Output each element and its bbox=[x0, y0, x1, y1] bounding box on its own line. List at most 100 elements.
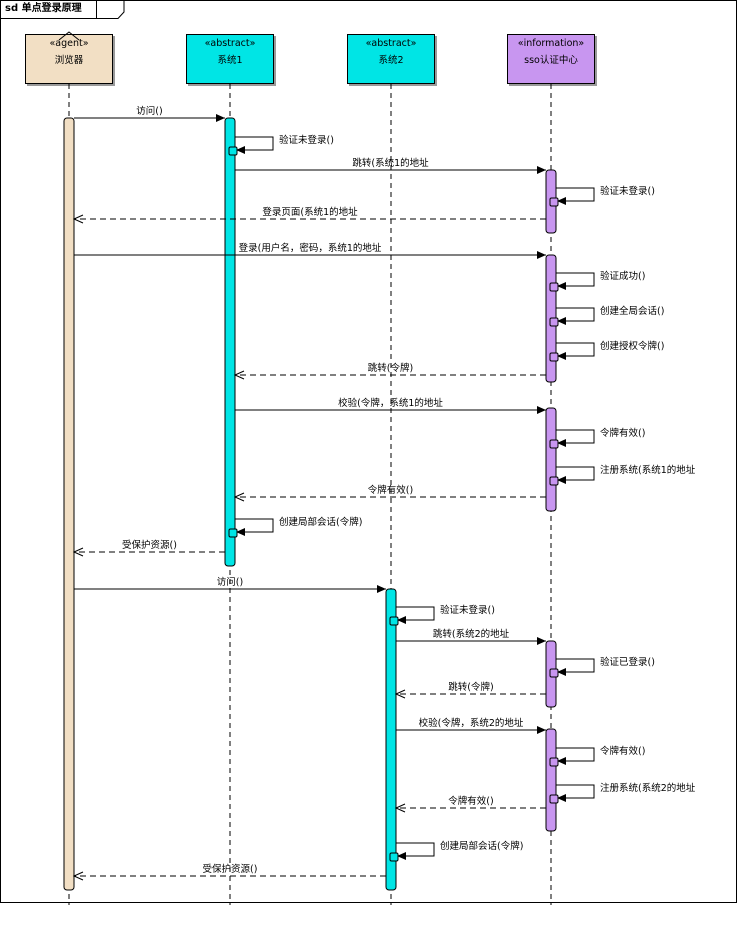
activation-sys1 bbox=[224, 117, 236, 567]
message-label: 跳转(令牌) bbox=[368, 362, 413, 374]
nested-activation bbox=[389, 616, 399, 626]
lifeline-head-sys2[interactable]: «abstract» 系统2 bbox=[347, 34, 435, 84]
message-self bbox=[396, 606, 435, 621]
arrowhead-open bbox=[72, 871, 84, 881]
nested-activation bbox=[549, 668, 559, 678]
arrowhead-open bbox=[394, 689, 406, 699]
activation-agent bbox=[63, 117, 75, 891]
lifeline-head-sys1[interactable]: «abstract» 系统1 bbox=[186, 34, 274, 84]
message-label: 登录页面(系统1的地址 bbox=[262, 206, 358, 218]
message-self bbox=[556, 342, 595, 357]
activation-sys2 bbox=[385, 588, 397, 891]
agent-icon bbox=[58, 31, 80, 41]
arrowhead-open bbox=[394, 803, 406, 813]
message-label: 验证成功() bbox=[600, 270, 645, 282]
nested-activation bbox=[389, 852, 399, 862]
message-label: 验证已登录() bbox=[600, 656, 655, 668]
message-self bbox=[556, 466, 595, 481]
message-label: 验证未登录() bbox=[279, 134, 334, 146]
arrowhead bbox=[557, 197, 566, 205]
message-self bbox=[556, 272, 595, 287]
activation-sso bbox=[545, 407, 557, 512]
message-self bbox=[396, 842, 435, 857]
frame-tab-outline bbox=[0, 0, 125, 19]
arrowhead bbox=[537, 726, 546, 734]
arrowhead bbox=[537, 637, 546, 645]
message-label: 创建授权令牌() bbox=[600, 340, 664, 352]
arrowhead bbox=[557, 282, 566, 290]
message-label: 受保护资源() bbox=[203, 863, 258, 875]
lifeline-stereotype: «abstract» bbox=[204, 38, 256, 49]
arrowhead bbox=[397, 616, 406, 624]
arrowhead bbox=[557, 668, 566, 676]
nested-activation bbox=[549, 439, 559, 449]
message-label: 令牌有效() bbox=[600, 745, 645, 757]
message-label: 验证未登录() bbox=[600, 185, 655, 197]
lifeline-name: sso认证中心 bbox=[524, 55, 578, 66]
nested-activation bbox=[228, 528, 238, 538]
message-label: 验证未登录() bbox=[440, 604, 495, 616]
message-label: 创建局部会话(令牌) bbox=[279, 516, 362, 528]
arrowhead bbox=[557, 352, 566, 360]
arrowhead bbox=[216, 114, 225, 122]
arrowhead bbox=[537, 251, 546, 259]
arrowhead bbox=[557, 476, 566, 484]
nested-activation bbox=[549, 794, 559, 804]
message-label: 令牌有效() bbox=[368, 484, 413, 496]
message-label: 跳转(系统1的地址 bbox=[352, 157, 429, 169]
arrowhead bbox=[557, 317, 566, 325]
arrowhead bbox=[537, 406, 546, 414]
nested-activation bbox=[228, 146, 238, 156]
arrowhead bbox=[537, 166, 546, 174]
arrowhead bbox=[557, 757, 566, 765]
message-label: 令牌有效() bbox=[600, 427, 645, 439]
lifeline-name: 系统2 bbox=[378, 55, 404, 66]
nested-activation bbox=[549, 352, 559, 362]
lifeline-name: 浏览器 bbox=[54, 55, 84, 66]
message-self bbox=[556, 747, 595, 762]
message-label: 注册系统(系统1的地址 bbox=[600, 464, 696, 476]
message-label: 令牌有效() bbox=[448, 795, 493, 807]
message-self bbox=[235, 518, 274, 533]
message-label: 创建全局会话() bbox=[600, 305, 664, 317]
lifeline-stereotype: «agent» bbox=[49, 38, 89, 49]
arrowhead-open bbox=[72, 547, 84, 557]
arrowhead bbox=[557, 794, 566, 802]
message-label: 登录(用户名，密码，系统1的地址 bbox=[239, 242, 382, 254]
nested-activation bbox=[549, 757, 559, 767]
message-label: 跳转(系统2的地址 bbox=[433, 628, 510, 640]
lifeline-stereotype: «abstract» bbox=[365, 38, 417, 49]
nested-activation bbox=[549, 476, 559, 486]
arrowhead bbox=[236, 528, 245, 536]
message-self bbox=[556, 658, 595, 673]
arrowhead bbox=[557, 439, 566, 447]
message-self bbox=[235, 136, 274, 151]
frame-border bbox=[0, 0, 737, 903]
nested-activation bbox=[549, 197, 559, 207]
activation-sso bbox=[545, 728, 557, 832]
message-label: 访问() bbox=[217, 576, 243, 588]
message-label: 注册系统(系统2的地址 bbox=[600, 782, 696, 794]
lifeline-head-sso[interactable]: «information» sso认证中心 bbox=[507, 34, 595, 84]
message-self bbox=[556, 429, 595, 444]
message-self bbox=[556, 784, 595, 799]
nested-activation bbox=[549, 282, 559, 292]
arrowhead-open bbox=[72, 214, 84, 224]
arrowhead-open bbox=[233, 492, 245, 502]
arrowhead-open bbox=[233, 370, 245, 380]
lifeline-stereotype: «information» bbox=[517, 38, 585, 49]
message-self bbox=[556, 187, 595, 202]
lifeline-head-agent[interactable]: «agent» 浏览器 bbox=[25, 34, 113, 84]
message-self bbox=[556, 307, 595, 322]
message-label: 校验(令牌，系统2的地址 bbox=[419, 717, 524, 729]
message-label: 访问() bbox=[136, 105, 162, 117]
message-label: 校验(令牌，系统1的地址 bbox=[338, 397, 443, 409]
message-label: 跳转(令牌) bbox=[448, 681, 493, 693]
arrowhead bbox=[236, 146, 245, 154]
lifeline-name: 系统1 bbox=[217, 55, 243, 66]
message-label: 创建局部会话(令牌) bbox=[440, 840, 523, 852]
nested-activation bbox=[549, 317, 559, 327]
message-label: 受保护资源() bbox=[122, 539, 177, 551]
arrowhead bbox=[377, 585, 386, 593]
